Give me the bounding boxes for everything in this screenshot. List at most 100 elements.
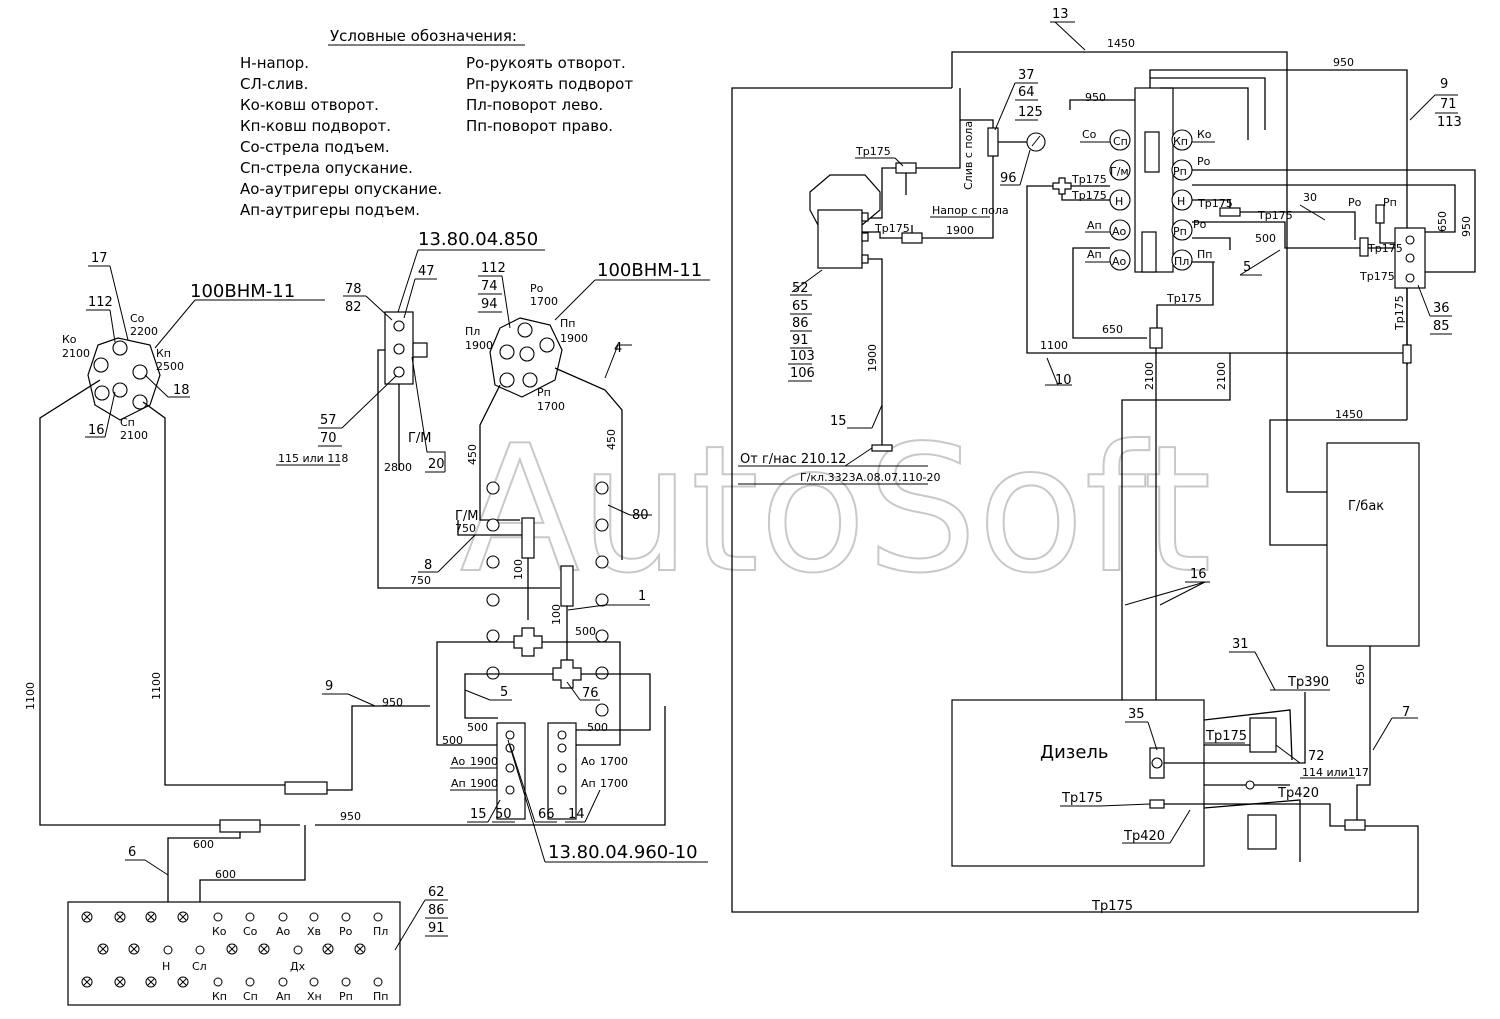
ref-label: 86	[428, 903, 445, 918]
distributor: 950 Сп Г/м Н Ао Ао Кп Рп Н Рп Пл Со Ап А…	[1026, 77, 1476, 748]
port-label: Ро	[1193, 218, 1207, 231]
length-label: 750	[455, 522, 476, 535]
legend-item: Сп-стрела опускание.	[240, 159, 413, 177]
port-length: 1700	[600, 777, 628, 790]
ref-label: 15	[470, 807, 487, 822]
length-label: 950	[340, 810, 361, 823]
ref-label: 66	[538, 807, 555, 822]
port-length: 1900	[560, 332, 588, 345]
ref-label: 35	[1128, 707, 1145, 722]
port-label: Ап	[451, 777, 466, 790]
port-label: Ао	[581, 755, 596, 768]
ref-label: 47	[418, 264, 435, 279]
ref-label: 62	[428, 885, 445, 900]
ref-label: 9	[325, 679, 333, 694]
length-label: 600	[215, 868, 236, 881]
port-length: 1700	[530, 295, 558, 308]
port-length: 1900	[465, 339, 493, 352]
fitting-label: Тр175	[1257, 209, 1293, 222]
port-label: Н	[1115, 195, 1123, 208]
port-label: Сп	[1113, 135, 1128, 148]
ref-label: 112	[88, 295, 113, 310]
panel-label: Ко	[212, 925, 227, 938]
port-label: Ао	[1112, 255, 1127, 268]
legend-item: Ао-аутригеры опускание.	[240, 180, 442, 198]
port-length: 2100	[120, 429, 148, 442]
length-label: 650	[1354, 664, 1367, 685]
legend-item: Н-напор.	[240, 54, 309, 72]
ref-label: 91	[428, 921, 445, 936]
length-label: 2100	[1143, 362, 1156, 390]
port-label: Ко	[1197, 128, 1212, 141]
ref-label: 52	[792, 281, 809, 296]
port-length: 2500	[156, 360, 184, 373]
watermark: AutoSoft	[460, 409, 1212, 612]
port-label: Ао	[1112, 225, 1127, 238]
gauge-assembly: 37 64 125 96 Слив с пола Напор с пола 19…	[855, 68, 1046, 244]
port-label: Рп	[1173, 165, 1187, 178]
port-label: Пл	[465, 325, 480, 338]
right-joystick: 100ВНМ-11 112 74 94 Ро 1700 Пл 1900 Пп 1…	[465, 260, 710, 413]
ref-label: 5	[1243, 260, 1251, 275]
valve-850: 13.80.04.850 78 82 47 57 70 115 или 118 …	[276, 229, 560, 589]
length-label: 600	[193, 838, 214, 851]
line-label: Г/М	[408, 431, 432, 446]
port-label: Ап	[1087, 248, 1102, 261]
line-label: Г/М	[455, 509, 479, 524]
length-label: 500	[1255, 232, 1276, 245]
left-joystick-model: 100ВНМ-11	[190, 281, 295, 302]
length-label: 1900	[946, 224, 974, 237]
panel-label: Сп	[243, 990, 258, 1003]
panel-label: Со	[243, 925, 258, 938]
ref-label: 74	[481, 279, 498, 294]
length-label: 950	[1333, 56, 1354, 69]
legend-item: Ро-рукоять отворот.	[466, 54, 626, 72]
length-label: 1100	[1040, 339, 1068, 352]
ref-label: 15	[830, 414, 847, 429]
panel-label: Кп	[212, 990, 227, 1003]
ref-label: 72	[1308, 749, 1325, 764]
ref-label: 18	[173, 383, 190, 398]
ref-label: 31	[1232, 637, 1249, 652]
panel-label: Н	[162, 960, 170, 973]
length-label: 2100	[1215, 362, 1228, 390]
length-label: 1100	[24, 682, 37, 710]
panel-label: Ао	[276, 925, 291, 938]
length-label: 950	[1085, 91, 1106, 104]
fitting-label: Тр175	[855, 145, 891, 158]
length-label: 450	[466, 444, 479, 465]
length-label: 750	[410, 574, 431, 587]
port-label: Ро	[1197, 155, 1211, 168]
fitting-label: Тр175	[1359, 270, 1395, 283]
fitting-label: Тр175	[1166, 292, 1202, 305]
length-label: 500	[575, 625, 596, 638]
length-label: 650	[1102, 323, 1123, 336]
port-label: Ап	[581, 777, 596, 790]
port-label: Пп	[1197, 248, 1212, 261]
legend-item: Рп-рукоять подворот	[466, 75, 633, 93]
ref-label: 1	[638, 589, 646, 604]
length-label: 950	[1460, 216, 1473, 237]
ref-label: 70	[320, 431, 337, 446]
ref-label: 106	[790, 366, 815, 381]
port-length: 1700	[537, 400, 565, 413]
ref-label: 8	[424, 558, 432, 573]
ref-label: 71	[1440, 97, 1457, 112]
ref-label: 85	[1433, 319, 1450, 334]
line-label: Г/кл.3323А.08.07.110-20	[800, 471, 941, 484]
length-label: 1900	[866, 344, 879, 372]
fitting-label: Тр175	[1205, 729, 1247, 744]
ref-label: 76	[582, 686, 599, 701]
length-label: 650	[1436, 211, 1449, 232]
fitting-label: Тр175	[1061, 791, 1103, 806]
ref-label: 14	[568, 807, 585, 822]
port-label: Рп	[1383, 196, 1397, 209]
fitting-label: Тр390	[1287, 675, 1329, 690]
left-pipes: 1100 1100 9 950 950 600 600 6	[24, 379, 666, 950]
port-label: Рп	[537, 386, 551, 399]
ref-label: 36	[1433, 301, 1450, 316]
length-label: 1450	[1107, 37, 1135, 50]
ref-label: 112	[481, 261, 506, 276]
panel-label: Хв	[307, 925, 321, 938]
length-label: 500	[442, 734, 463, 747]
